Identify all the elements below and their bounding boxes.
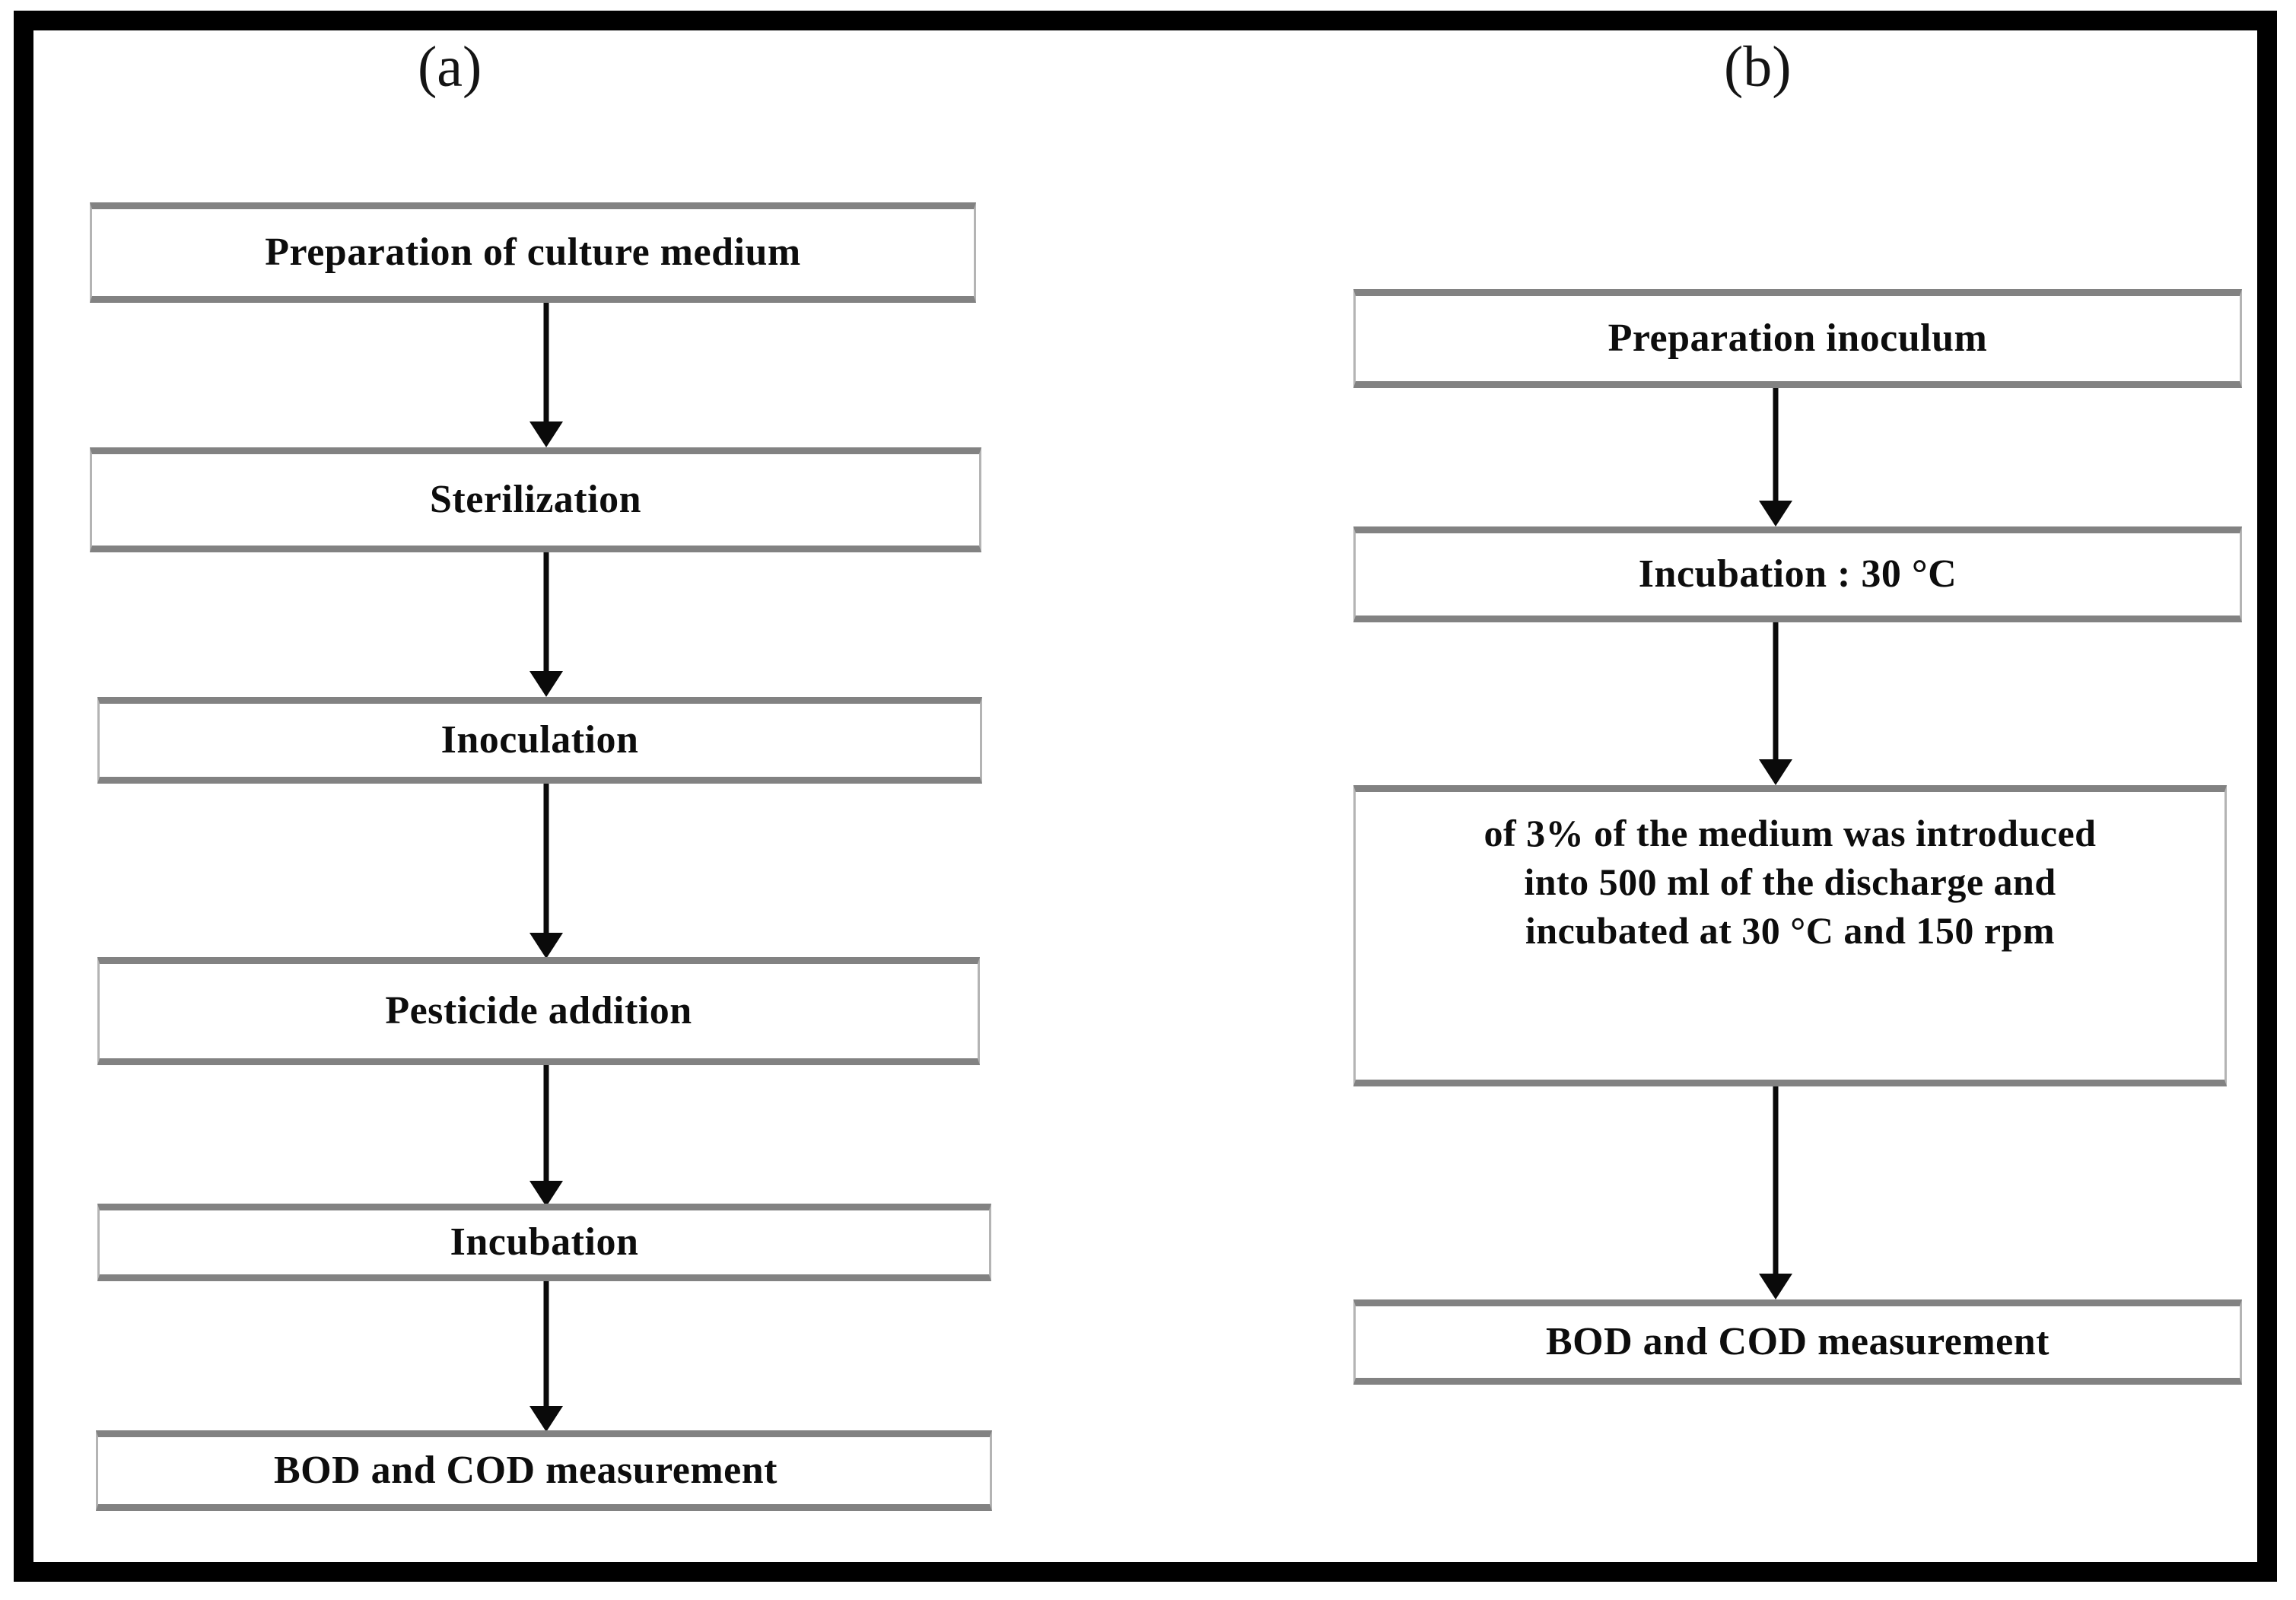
node-label: BOD and COD measurement bbox=[274, 1448, 778, 1492]
arrow-a3-to-a4 bbox=[508, 784, 584, 959]
node-preparation-inoculum[interactable]: Preparation inoculum bbox=[1353, 289, 2242, 388]
arrow-a5-to-a6 bbox=[508, 1281, 584, 1432]
arrow-b1-to-b2 bbox=[1738, 388, 1814, 526]
arrow-b2-to-b3 bbox=[1738, 622, 1814, 785]
node-label: Incubation bbox=[450, 1220, 639, 1264]
node-inoculation[interactable]: Inoculation bbox=[97, 697, 982, 784]
node-preparation-of-culture-medium[interactable]: Preparation of culture medium bbox=[90, 202, 976, 303]
node-incubation-temperature[interactable]: Incubation : 30 °C bbox=[1353, 526, 2242, 622]
panel-a-label: (a) bbox=[418, 35, 482, 99]
arrow-a2-to-a3 bbox=[508, 552, 584, 697]
panel-b-label: (b) bbox=[1724, 35, 1792, 99]
node-label: Preparation of culture medium bbox=[265, 230, 801, 274]
node-label: Inoculation bbox=[440, 717, 639, 762]
node-bod-and-cod-measurement-b[interactable]: BOD and COD measurement bbox=[1353, 1299, 2242, 1385]
node-medium-introduction-description[interactable]: of 3% of the medium was introduced into … bbox=[1353, 785, 2227, 1086]
node-label: of 3% of the medium was introduced into … bbox=[1483, 812, 2097, 952]
node-label: Incubation : 30 °C bbox=[1638, 552, 1957, 596]
node-pesticide-addition[interactable]: Pesticide addition bbox=[97, 957, 980, 1065]
node-label: BOD and COD measurement bbox=[1546, 1319, 2050, 1363]
arrow-b3-to-b4 bbox=[1738, 1086, 1814, 1299]
node-bod-and-cod-measurement-a[interactable]: BOD and COD measurement bbox=[96, 1430, 992, 1511]
node-sterilization[interactable]: Sterilization bbox=[90, 447, 981, 552]
node-incubation[interactable]: Incubation bbox=[97, 1204, 991, 1281]
arrow-a4-to-a5 bbox=[508, 1065, 584, 1207]
node-label: Sterilization bbox=[429, 477, 641, 521]
arrow-a1-to-a2 bbox=[508, 303, 584, 447]
node-label: Pesticide addition bbox=[385, 988, 692, 1032]
figure-outer-frame: (a) Preparation of culture medium Steril… bbox=[14, 11, 2277, 1582]
node-label: Preparation inoculum bbox=[1608, 316, 1988, 360]
